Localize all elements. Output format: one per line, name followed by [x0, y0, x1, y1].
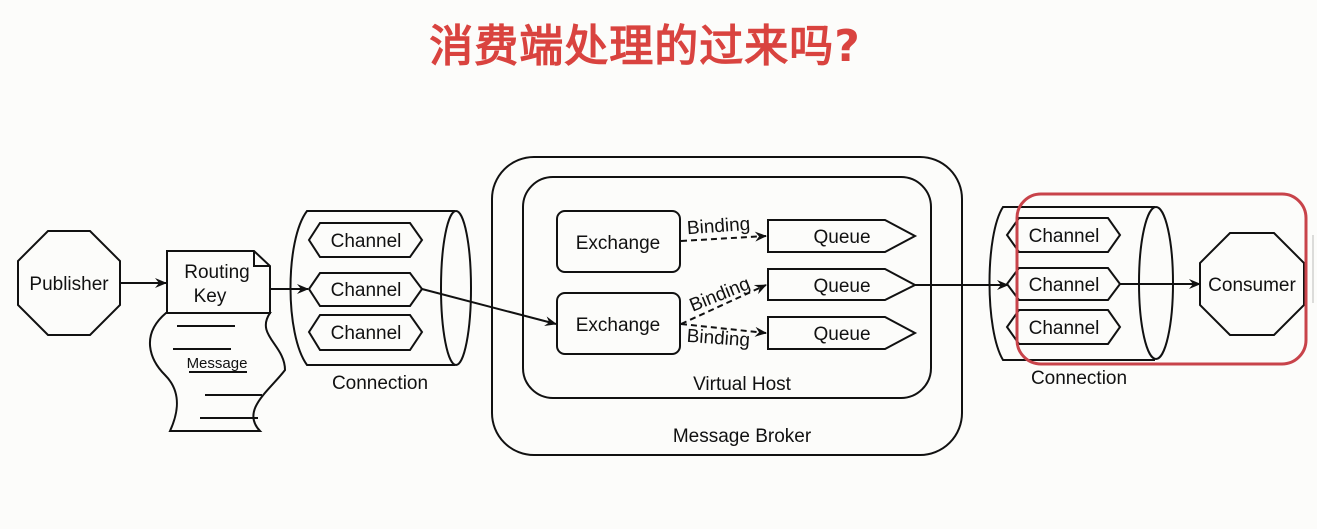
publisher-label: Publisher — [29, 274, 109, 295]
consumer-node: Consumer — [1199, 232, 1305, 336]
slide-title: 消费端处理的过来吗? — [429, 21, 861, 72]
highlight-box — [1015, 192, 1308, 366]
routing-key-label-2: Key — [194, 286, 227, 307]
channel-label: Channel — [1029, 275, 1100, 296]
queue — [767, 316, 918, 350]
exchange — [556, 210, 681, 273]
virtual-host — [522, 176, 932, 399]
virtual-host-label: Virtual Host — [693, 374, 792, 395]
queue — [767, 219, 918, 253]
exchange — [556, 292, 681, 355]
channel-label: Channel — [331, 280, 402, 301]
message-document: Message — [149, 312, 287, 432]
binding-label: Binding — [686, 214, 751, 239]
channel — [1005, 267, 1122, 301]
channel — [307, 314, 424, 351]
binding-label: Binding — [686, 326, 751, 351]
binding-line — [680, 323, 767, 337]
binding-line — [680, 284, 767, 325]
queue-label: Queue — [813, 227, 870, 248]
channel-label: Channel — [331, 231, 402, 252]
binding-line — [680, 231, 767, 242]
channel — [1005, 217, 1122, 253]
channel — [307, 272, 424, 307]
channel — [307, 222, 424, 258]
queue — [767, 268, 918, 301]
connection-label: Connection — [1031, 368, 1127, 389]
message-broker: Message Broker Virtual Host Exchange Exc… — [491, 156, 963, 456]
consumer-label: Consumer — [1208, 275, 1296, 296]
channel-label: Channel — [1029, 318, 1100, 339]
routing-key-note: Routing Key — [166, 250, 271, 314]
exchange-label: Exchange — [576, 315, 661, 336]
publisher-node: Publisher — [17, 230, 121, 336]
queue-label: Queue — [813, 276, 870, 297]
queue-label: Queue — [813, 324, 870, 345]
right-connection: Channel Channel Channel Connection — [988, 206, 1174, 389]
connection-label: Connection — [332, 373, 428, 394]
routing-key-label-1: Routing — [184, 262, 250, 283]
broker-label: Message Broker — [673, 426, 812, 447]
message-label: Message — [187, 355, 248, 372]
binding-label: Binding — [687, 273, 754, 316]
channel-label: Channel — [331, 323, 402, 344]
channel — [1005, 309, 1122, 345]
exchange-label: Exchange — [576, 233, 661, 254]
left-connection: Channel Channel Channel Connection — [289, 210, 472, 394]
channel-to-exchange-arrow — [421, 288, 557, 327]
channel-label: Channel — [1029, 226, 1100, 247]
